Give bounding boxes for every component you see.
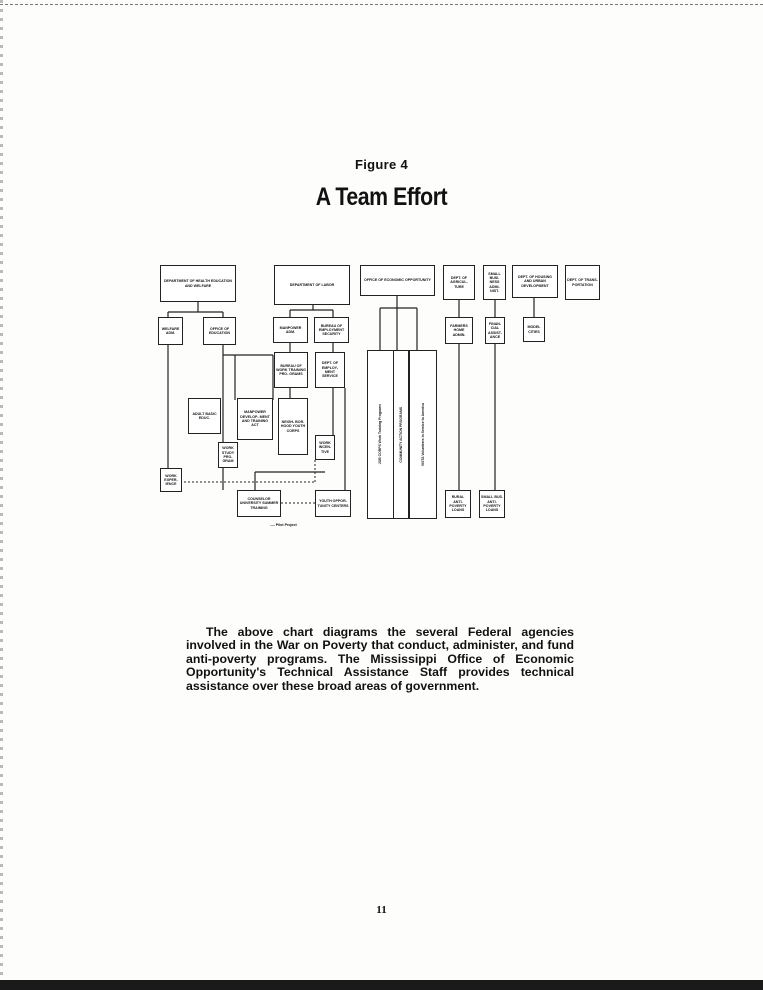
box-counselor-training: COUNSELOR UNIVERSITY SUMMER TRAINING [237, 490, 281, 517]
box-dept-transportation: DEPT. OF TRANS- PORTATION [565, 265, 600, 300]
box-work-study-program: WORK STUDY PRO- GRAM [218, 442, 238, 468]
org-chart: DEPARTMENT OF HEALTH EDUCATION AND WELFA… [155, 260, 610, 535]
box-bureau-work-training: BUREAU OF WORK TRAINING PRO- GRAMS [274, 352, 308, 388]
box-community-action: COMMUNITY ACTION PROGRAMS [393, 350, 409, 519]
box-dept-hud: DEPT. OF HOUSING AND URBAN DEVELOPMENT [512, 265, 558, 298]
org-chart-connectors [167, 296, 535, 504]
box-manpower-adm: MANPOWER ADM. [273, 317, 308, 343]
figure-label: Figure 4 [355, 157, 408, 172]
top-rule [0, 4, 763, 5]
box-dept-labor: DEPARTMENT OF LABOR [274, 265, 350, 305]
box-dept-agriculture: DEPT. OF AGRICUL- TURE [443, 265, 475, 300]
box-job-corps: JOB CORPS Work Training Programs [367, 350, 394, 519]
description-text: The above chart diagrams the several Fed… [186, 625, 574, 693]
box-sba: SMALL BUSI- NESS ADMI- NIST. [483, 265, 506, 300]
box-small-bus-loans: SMALL BUS. ANTI- POVERTY LOANS [479, 490, 505, 518]
box-dept-hew: DEPARTMENT OF HEALTH EDUCATION AND WELFA… [160, 265, 236, 302]
job-corps-label: JOB CORPS Work Training Programs [378, 404, 383, 465]
box-welfare-adm: WELFARE ADM. [158, 317, 183, 345]
box-rural-loans: RURAL ANTI- POVERTY LOANS [445, 490, 471, 518]
box-work-incentive: WORK INCEN- TIVE [315, 435, 335, 460]
vista-label: VISTA Volunteers in Service to America [420, 402, 425, 467]
box-farmers-home: FARMERS HOME ADMIN. [445, 317, 473, 344]
box-office-education: OFFICE OF EDUCATION [203, 317, 236, 345]
box-financial-assistance: FINAN- CIAL ASSIST- ANCE [485, 317, 505, 344]
community-action-label: COMMUNITY ACTION PROGRAMS [398, 406, 403, 463]
box-mdta: MANPOWER DEVELOP- MENT AND TRAINING ACT [237, 398, 273, 440]
chart-legend: ---- Pilot Project [270, 523, 297, 527]
box-bureau-employment-security: BUREAU OF EMPLOYMENT SECURITY [314, 317, 349, 343]
page-number: 11 [376, 904, 387, 916]
box-vista: VISTA Volunteers in Service to America [409, 350, 437, 519]
bottom-scan-bar [0, 980, 763, 990]
description-paragraph: The above chart diagrams the several Fed… [186, 625, 574, 693]
scan-edge [0, 0, 3, 990]
box-oeo: OFFICE OF ECONOMIC OPPORTUNITY [360, 265, 435, 296]
box-youth-opportunity-centers: YOUTH OPPOR- TUNITY CENTERS [315, 490, 351, 517]
box-adult-basic-educ: ADULT BASIC EDUC. [188, 398, 221, 434]
box-dept-employment-service: DEPT. OF EMPLOY- MENT SERVICE [315, 352, 345, 388]
box-model-cities: MODEL CITIES [523, 317, 545, 342]
box-neighborhood-youth-corps: NEIGH- BOR- HOOD YOUTH CORPS [278, 398, 308, 455]
box-work-experience: WORK EXPER- IENCE [160, 468, 182, 492]
figure-title: A Team Effort [315, 183, 448, 211]
